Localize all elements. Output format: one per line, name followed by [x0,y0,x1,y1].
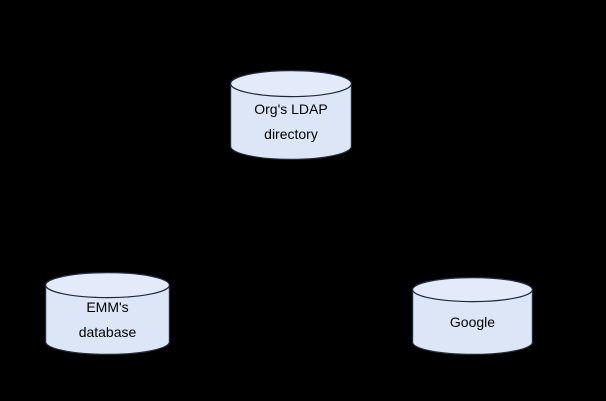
database-cylinder-icon [229,70,353,160]
database-node-ldap[interactable]: Org's LDAP directory [229,70,353,160]
database-cylinder-icon [44,272,171,355]
database-cylinder-icon [411,277,534,355]
database-node-emm[interactable]: EMM's database [44,272,171,355]
database-node-google[interactable]: Google [411,277,534,355]
